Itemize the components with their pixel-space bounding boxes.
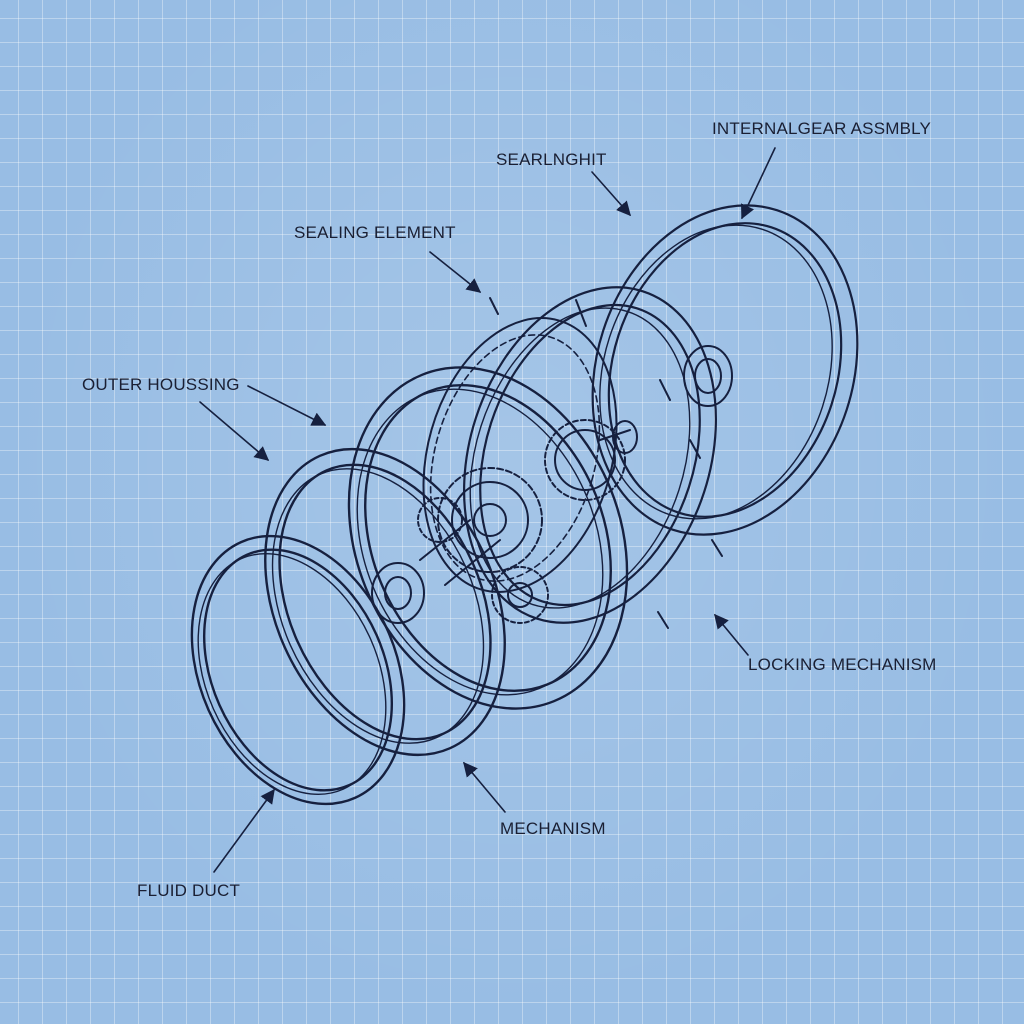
sealing-element-ring — [422, 317, 618, 593]
mechanism-ring — [264, 447, 506, 757]
fluid-duct-ring — [190, 534, 406, 806]
segmented-locking-ring — [463, 286, 723, 629]
back-ring — [591, 204, 859, 536]
label-outer-housing: OUTER HOUSSING — [82, 375, 240, 394]
label-sealrnght: SEARLNGHIT — [496, 150, 607, 169]
label-fluid-duct: FLUID DUCT — [137, 881, 241, 900]
front-washer — [371, 562, 425, 624]
label-sealing-element: SEALING ELEMENT — [294, 223, 456, 242]
back-washer — [683, 345, 733, 407]
leader-arrows — [199, 147, 776, 873]
label-internal-gear-assembly: INTERNALGEAR ASSMBLY — [712, 119, 932, 138]
label-locking-mechanism: LOCKING MECHANISM — [748, 655, 937, 674]
outer-housing-ring — [347, 366, 629, 710]
label-mechanism: MECHANISM — [500, 819, 606, 838]
